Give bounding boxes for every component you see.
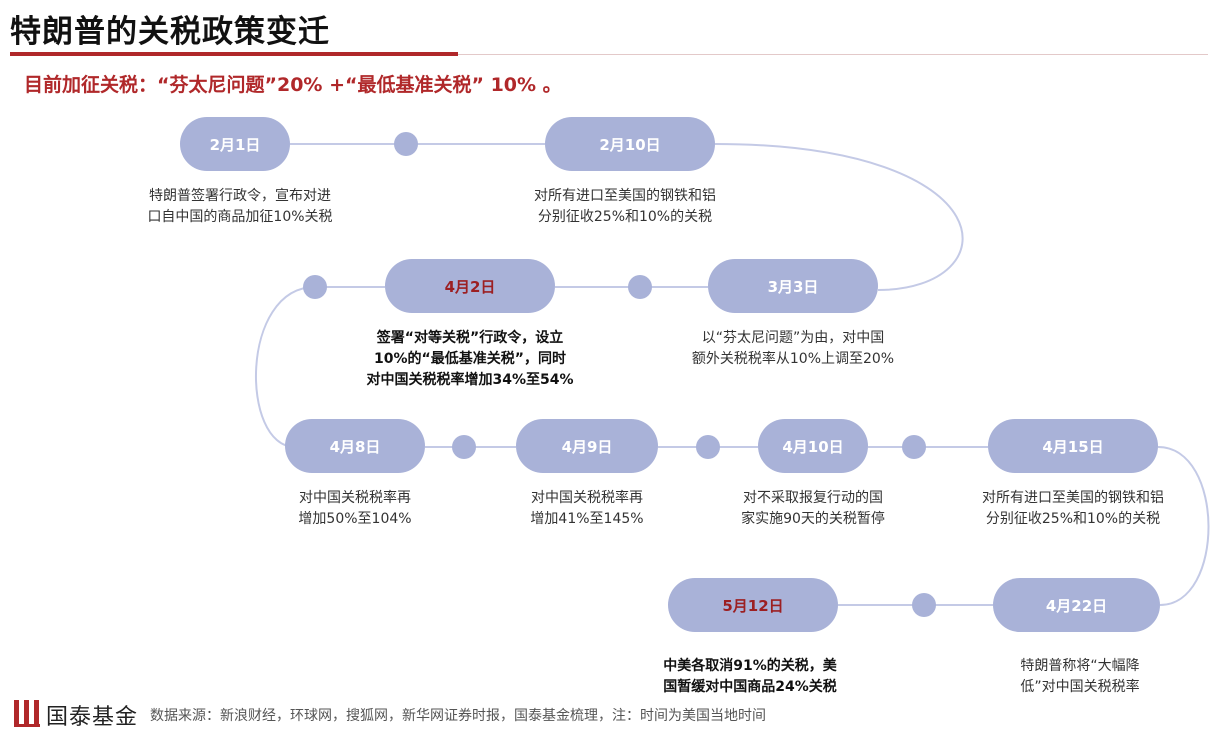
source-note: 数据来源：新浪财经，环球网，搜狐网，新华网证券时报，国泰基金梳理，注：时间为美国… [150, 708, 767, 724]
timeline-node-apr-22: 4月22日 [993, 578, 1160, 632]
timeline-node-mar-3: 3月3日 [708, 259, 878, 313]
timeline-node-feb-1: 2月1日 [180, 117, 290, 171]
title-underline [10, 52, 458, 56]
guotai-logo-icon [14, 700, 40, 730]
brand-name: 国泰基金 [46, 705, 139, 730]
event-description-apr-22: 特朗普称将“大幅降低”对中国关税税率 [1020, 658, 1140, 695]
timeline-node-apr-10: 4月10日 [758, 419, 868, 473]
footer: 国泰基金 数据来源：新浪财经，环球网，搜狐网，新华网证券时报，国泰基金梳理，注：… [14, 698, 766, 732]
event-description-apr-10: 对不采取报复行动的国家实施90天的关税暂停 [741, 490, 885, 527]
event-description-apr-8: 对中国关税税率再增加50%至104% [298, 490, 412, 527]
timeline-node-apr-9: 4月9日 [516, 419, 658, 473]
timeline-connector-dot [902, 435, 926, 459]
event-description-mar-3: 以“芬太尼问题”为由，对中国额外关税税率从10%上调至20% [691, 330, 895, 367]
title-rule [458, 54, 1208, 55]
timeline-node-apr-2: 4月2日 [385, 259, 555, 313]
timeline-connector-dot [696, 435, 720, 459]
event-description-feb-10: 对所有进口至美国的钢铁和铝分别征收25%和10%的关税 [534, 188, 716, 225]
event-description-feb-1: 特朗普签署行政令，宣布对进口自中国的商品加征10%关税 [147, 188, 333, 225]
timeline-connector-dot [912, 593, 936, 617]
timeline-connector-dot [452, 435, 476, 459]
timeline-node-apr-8: 4月8日 [285, 419, 425, 473]
timeline-node-feb-10: 2月10日 [545, 117, 715, 171]
timeline-connector-dot [628, 275, 652, 299]
current-tariff-summary: 目前加征关税：“芬太尼问题”20% +“最低基准关税” 10% 。 [24, 74, 562, 96]
timeline-connector-dot [303, 275, 327, 299]
event-description-apr-15: 对所有进口至美国的钢铁和铝分别征收25%和10%的关税 [982, 490, 1164, 527]
timeline-node-apr-15: 4月15日 [988, 419, 1158, 473]
timeline-node-may-12: 5月12日 [668, 578, 838, 632]
page-title: 特朗普的关税政策变迁 [10, 14, 330, 50]
timeline-connector-dot [394, 132, 418, 156]
event-description-apr-9: 对中国关税税率再增加41%至145% [530, 490, 644, 527]
event-description-may-12: 中美各取消91%的关税，美国暂缓对中国商品24%关税 [663, 658, 837, 695]
